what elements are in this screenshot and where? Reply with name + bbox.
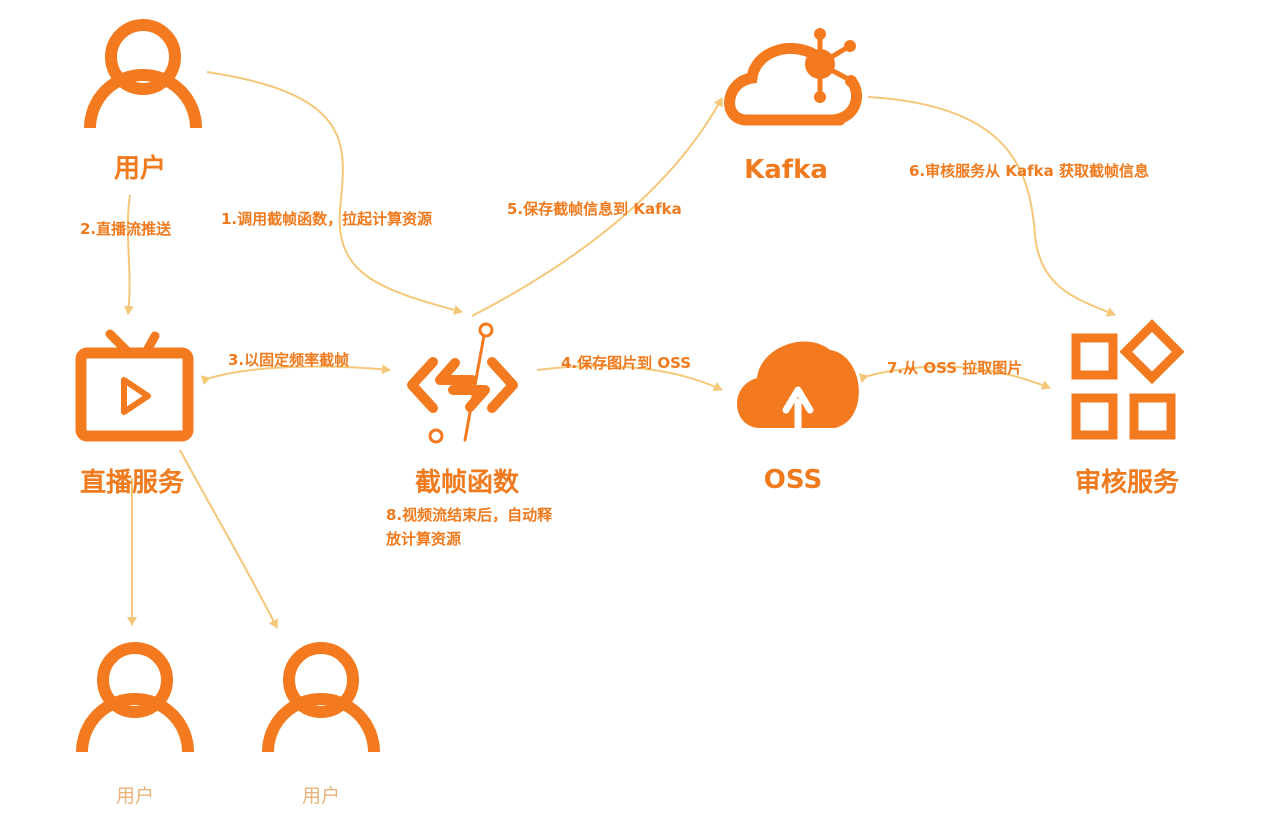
edge-4-arrow	[536, 365, 723, 392]
oss-cloud-icon	[737, 341, 859, 432]
edge-2-arrow	[123, 194, 134, 315]
edge-label-8: 8.视频流结束后，自动释放计算资源	[386, 506, 553, 548]
edge-6-arrow	[867, 96, 1116, 317]
apps-icon	[1071, 319, 1185, 440]
edge-1-arrow	[206, 71, 463, 315]
function-icon	[407, 322, 518, 444]
node-label-user-top: 用户	[113, 154, 167, 184]
edge-label-3: 3.以固定频率截帧	[228, 351, 350, 369]
user-icon	[76, 642, 194, 753]
edge-7-arrow	[859, 365, 1051, 390]
node-label-viewer-1: 用户	[115, 785, 155, 807]
edge-label-7: 7.从 OSS 拉取图片	[887, 359, 1023, 377]
edge-5-arrow	[471, 97, 723, 317]
user-icon	[262, 642, 380, 753]
node-label-live-service: 直播服务	[79, 468, 185, 498]
edge-label-5: 5.保存截帧信息到 Kafka	[507, 200, 682, 218]
node-label-kafka: Kafka	[744, 155, 828, 185]
edge-label-6: 6.审核服务从 Kafka 获取截帧信息	[909, 162, 1149, 180]
kafka-cloud-icon	[724, 28, 863, 126]
edge-label-2: 2.直播流推送	[80, 220, 172, 238]
edge-3-arrow	[200, 364, 391, 386]
node-label-oss: OSS	[763, 465, 823, 495]
user-icon	[84, 19, 202, 129]
edge-label-1: 1.调用截帧函数，拉起计算资源	[221, 210, 433, 228]
node-label-frame-function: 截帧函数	[414, 468, 520, 498]
node-label-viewer-2: 用户	[301, 785, 341, 807]
node-label-audit-service: 审核服务	[1074, 468, 1180, 498]
tv-icon	[75, 329, 194, 442]
edge-label-4: 4.保存图片到 OSS	[561, 354, 692, 372]
edge-viewer-2-arrow	[179, 449, 278, 629]
